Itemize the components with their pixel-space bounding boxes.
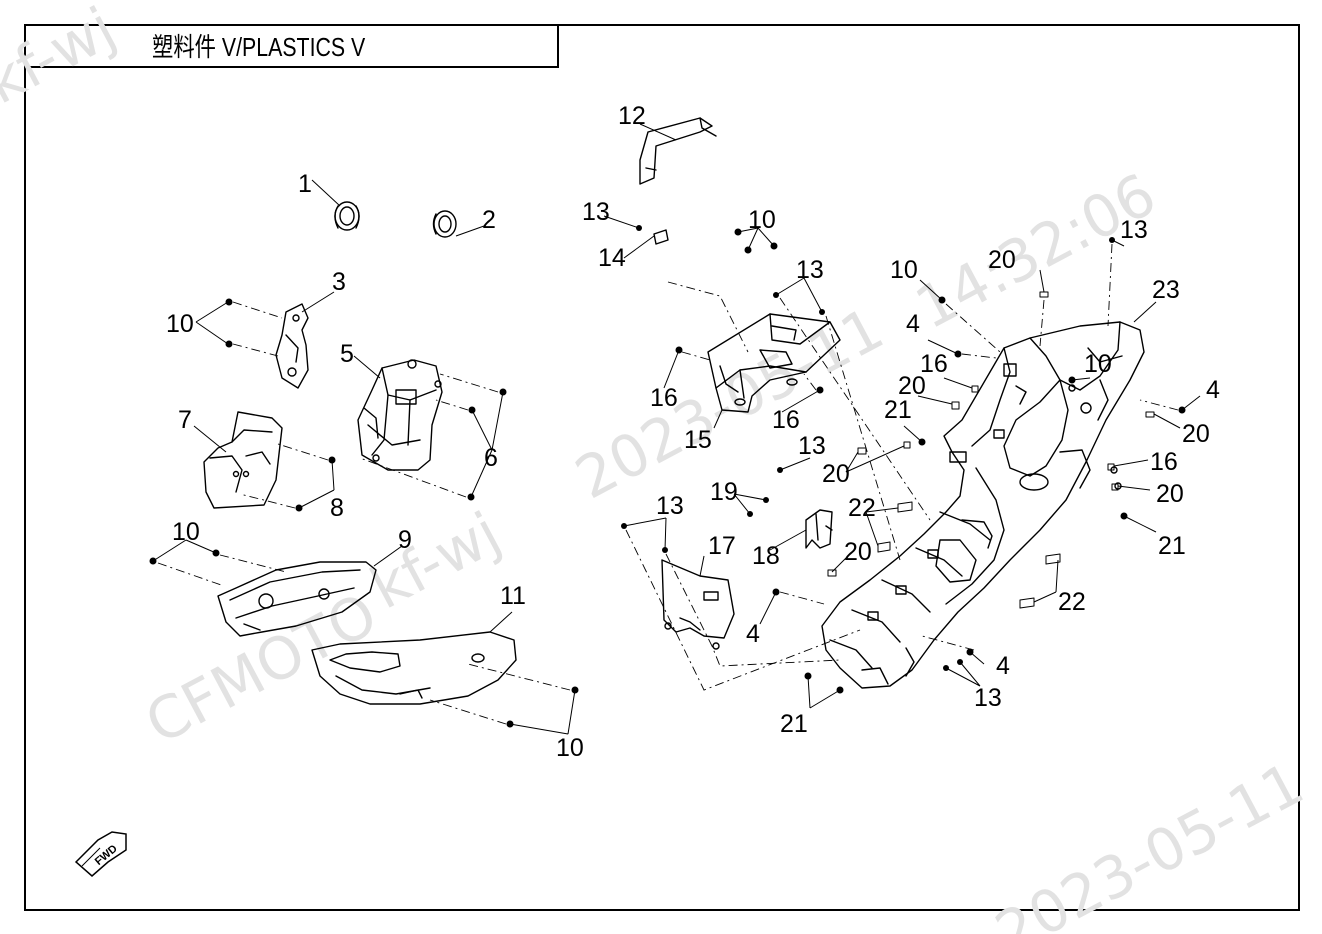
part-14-clip: [653, 229, 669, 245]
callout-13-c: 13: [798, 432, 826, 460]
callout-20-d: 20: [988, 246, 1016, 274]
callout-13-d: 13: [656, 492, 684, 520]
part-9-footrest-cover: [217, 561, 377, 637]
callout-2: 2: [482, 206, 496, 234]
clip-20e: [857, 447, 867, 455]
part-1-grommet: [334, 201, 360, 231]
callout-4-b: 4: [996, 652, 1010, 680]
watermark-user-topleft: kf-wj: [0, 0, 126, 117]
clip-20g: [827, 569, 837, 577]
part-17-bracket-panel: [661, 559, 735, 650]
callout-21-b: 21: [884, 396, 912, 424]
callout-16-c: 16: [920, 350, 948, 378]
callout-15: 15: [684, 426, 712, 454]
clip-20b: [951, 401, 960, 410]
pad-22a: [897, 501, 913, 513]
drawing-frame: [24, 24, 1300, 911]
callout-21-c: 21: [1158, 532, 1186, 560]
assembly-lines: [157, 243, 1179, 725]
callout-4-a: 4: [746, 620, 760, 648]
clip-16c: [1107, 463, 1115, 471]
clip-20c: [1145, 411, 1155, 418]
title-block: 塑料件 V/PLASTICS V: [24, 24, 559, 68]
part-7-side-cover: [203, 411, 283, 509]
callout-6: 6: [484, 444, 498, 472]
callout-13-f: 13: [1120, 216, 1148, 244]
part-3-bracket: [275, 303, 309, 389]
callout-numbers: 1 2 3 10 5 6 7 8 9 10 11 10 12 13 14 10 …: [166, 102, 1220, 762]
callout-11: 11: [500, 582, 526, 610]
screw-10a: [225, 298, 233, 306]
pad-22c: [1045, 553, 1061, 565]
watermark-time: 14:32:06: [905, 160, 1167, 342]
part-5-housing: [357, 359, 443, 471]
clip-20a: [1039, 291, 1049, 298]
clips: [827, 291, 1155, 609]
callout-13-a: 13: [582, 198, 610, 226]
callout-4-d: 4: [1206, 376, 1220, 404]
part-23-main-body: [821, 321, 1145, 689]
pad-22d: [1019, 597, 1035, 609]
callout-20-c: 20: [898, 372, 926, 400]
clip-20d: [1111, 483, 1119, 491]
part-2-grommet: [432, 210, 457, 238]
part-11-bottom-cover: [311, 631, 517, 705]
part-18-small-bracket: [805, 509, 833, 549]
callout-16-d: 16: [1150, 448, 1178, 476]
clip-20f: [903, 441, 911, 449]
watermark-date-bottom: 2023-05-11: [985, 749, 1315, 934]
callout-20-f: 20: [1156, 480, 1184, 508]
fwd-direction-badge: FWD: [74, 831, 127, 877]
callout-1: 1: [298, 170, 312, 198]
callout-22-a: 22: [848, 494, 876, 522]
callout-16-b: 16: [772, 406, 800, 434]
callout-14: 14: [598, 244, 626, 272]
part-15-seat-bracket: [707, 313, 841, 413]
pad-22b: [877, 541, 891, 553]
callout-22-b: 22: [1058, 588, 1086, 616]
callout-10-a: 10: [166, 310, 194, 338]
callout-23: 23: [1152, 276, 1180, 304]
callout-20-a: 20: [822, 460, 850, 488]
callout-10-d: 10: [748, 206, 776, 234]
callout-21-a: 21: [780, 710, 808, 738]
callout-13-e: 13: [974, 684, 1002, 712]
callout-20-e: 20: [1182, 420, 1210, 448]
page-title: 塑料件 V/PLASTICS V: [152, 31, 366, 62]
clip-16d: [971, 385, 979, 393]
callout-4-c: 4: [906, 310, 920, 338]
leader-lines: [152, 123, 1201, 735]
callout-16-a: 16: [650, 384, 678, 412]
callout-13-b: 13: [796, 256, 824, 284]
callout-17: 17: [708, 532, 736, 560]
callout-12: 12: [618, 102, 646, 130]
callout-7: 7: [178, 406, 192, 434]
callout-19: 19: [710, 478, 738, 506]
callout-10-c: 10: [556, 734, 584, 762]
callout-5: 5: [340, 340, 354, 368]
callout-20-b: 20: [844, 538, 872, 566]
screw-10b: [225, 340, 233, 348]
callout-10-b: 10: [172, 518, 200, 546]
part-12-tube-bracket: [639, 117, 717, 185]
callout-8: 8: [330, 494, 344, 522]
callout-10-e: 10: [890, 256, 918, 284]
callout-3: 3: [332, 268, 346, 296]
callout-9: 9: [398, 526, 412, 554]
callout-18: 18: [752, 542, 780, 570]
callout-10-f: 10: [1084, 350, 1112, 378]
